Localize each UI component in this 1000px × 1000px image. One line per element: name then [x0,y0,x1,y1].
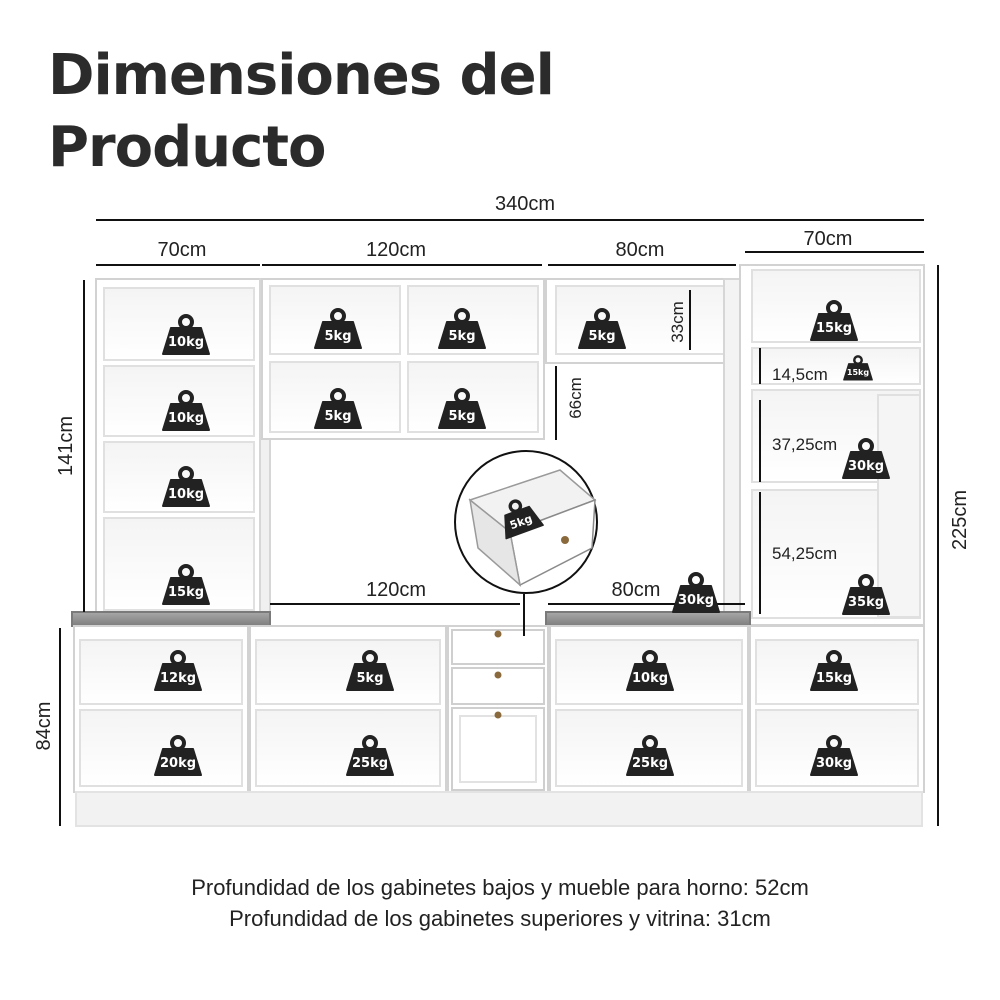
width-label-2: 120cm [366,239,426,261]
weight-icon: 25kg [626,735,674,776]
weight-icon: 30kg [842,438,890,479]
weight-icon: 5kg [438,308,486,349]
weight-label: 15kg [847,368,870,377]
weight-label: 10kg [168,411,204,426]
countertop-left [71,611,271,627]
depth-note-upper: Profundidad de los gabinetes superiores … [229,906,771,931]
vitrina-shelf-label-2: 37,25cm [772,435,837,454]
weight-icon: 15kg [162,564,210,605]
weight-label: 25kg [352,756,388,771]
weight-icon: 10kg [626,650,674,691]
weight-label: 5kg [449,329,476,344]
weight-label: 5kg [589,329,616,344]
depth-note-lower: Profundidad de los gabinetes bajos y mue… [191,875,809,900]
width-label-3: 80cm [616,239,665,261]
knob-icon [494,671,502,679]
weight-label: 10kg [168,487,204,502]
oven-span-label: 80cm [612,579,661,601]
base-height-label: 84cm [33,702,55,751]
knob-icon [494,711,502,719]
weight-icon: 15kg [810,650,858,691]
weight-label: 10kg [632,671,668,686]
weight-label: 10kg [168,335,204,350]
vitrina-shelf-label-1: 14,5cm [772,365,828,384]
weight-icon: 5kg [504,499,544,540]
weight-badges: 10kg 10kg 10kg 15kg 5kg 5kg 5kg 5kg 5kg 5kg 30kg 15… [154,300,890,776]
weight-icon: 35kg [842,574,890,615]
weight-icon: 10kg [162,466,210,507]
weight-icon: 30kg [672,572,720,613]
weight-icon: 25kg [346,735,394,776]
drawer-knobs [494,630,502,719]
width-label-1: 70cm [158,239,207,261]
title-line-2: Producto [48,115,327,180]
weight-icon: 20kg [154,735,202,776]
weight-label: 30kg [816,756,852,771]
weight-label: 25kg [632,756,668,771]
weight-icon: 10kg [162,314,210,355]
weight-icon: 15kg [843,355,873,381]
countertop-right [545,611,751,627]
weight-icon: 5kg [314,388,362,429]
weight-label: 12kg [160,671,196,686]
weight-icon: 5kg [346,650,394,691]
weight-label: 20kg [160,756,196,771]
niche-height-label: 33cm [668,301,687,343]
tv-span-label: 120cm [366,579,426,601]
weight-label: 15kg [168,585,204,600]
furniture [71,264,925,827]
weight-label: 5kg [357,671,384,686]
weight-label: 35kg [848,595,884,610]
total-width-label: 340cm [495,193,555,215]
upper-block-height-label: 66cm [566,377,585,419]
weight-icon: 5kg [438,388,486,429]
vitrina-shelf-label-3: 54,25cm [772,544,837,563]
weight-label: 15kg [816,321,852,336]
weight-icon: 10kg [162,390,210,431]
weight-icon: 15kg [810,300,858,341]
weight-icon: 5kg [578,308,626,349]
weight-icon: 30kg [810,735,858,776]
plinth [75,791,923,827]
weight-icon: 5kg [314,308,362,349]
page-title: Dimensiones del Producto [48,40,555,184]
weight-label: 5kg [449,409,476,424]
weight-label: 5kg [325,409,352,424]
dimension-labels: 340cm 70cm 120cm 80cm 70cm 141cm 84cm 22… [33,193,971,750]
weight-label: 30kg [848,459,884,474]
total-height-label: 225cm [949,490,971,550]
weight-label: 30kg [678,593,714,608]
weight-icon: 12kg [154,650,202,691]
knob-icon [494,630,502,638]
weight-label: 5kg [325,329,352,344]
tower-height-label: 141cm [55,416,77,476]
width-label-4: 70cm [804,228,853,250]
title-line-1: Dimensiones del [48,43,555,108]
weight-label: 15kg [816,671,852,686]
